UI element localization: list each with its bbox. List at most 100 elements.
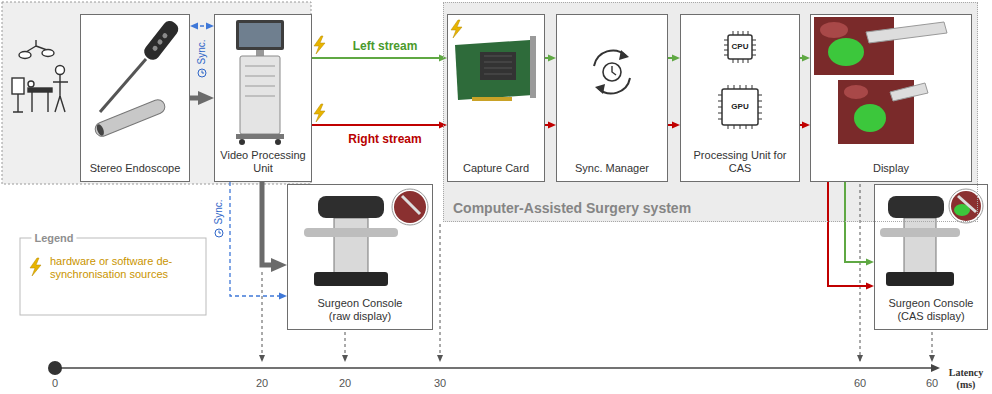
box-label: Video Processing Unit bbox=[219, 149, 307, 175]
latency-guide bbox=[262, 272, 263, 362]
surgeon-console-illustration bbox=[880, 189, 983, 286]
video-tower-illustration bbox=[239, 23, 281, 47]
endoscope-illustration bbox=[156, 38, 163, 45]
sync-icon bbox=[619, 50, 629, 60]
surgical-image bbox=[828, 38, 864, 66]
surgical-image bbox=[814, 17, 894, 75]
right-stream-arrow bbox=[545, 124, 553, 126]
latency-tick-anchor: 30 bbox=[434, 377, 446, 390]
left-stream-arrow bbox=[845, 182, 871, 262]
latency-tick: 0 bbox=[52, 377, 58, 390]
left-stream-arrow bbox=[312, 57, 444, 59]
lightning-icon bbox=[314, 104, 325, 122]
latency-tick: 20 bbox=[256, 377, 268, 390]
right-stream-arrow bbox=[668, 124, 677, 126]
latency-axis bbox=[48, 361, 936, 375]
sync-icon bbox=[595, 84, 605, 94]
surgical-image bbox=[854, 104, 886, 132]
video-tower-illustration bbox=[236, 134, 284, 139]
clock-icon bbox=[202, 71, 204, 74]
edge-label-anchor: Sync. bbox=[196, 39, 208, 64]
edge-label: Sync. bbox=[196, 39, 208, 64]
operating-room-icon bbox=[12, 78, 24, 94]
latency-tick-anchor: 20 bbox=[339, 377, 351, 390]
console-box: Surgeon Console (CAS display) bbox=[874, 184, 988, 330]
box-label: Display bbox=[873, 162, 909, 175]
sync-connector bbox=[230, 182, 284, 296]
capture-card-illustration bbox=[480, 52, 516, 80]
chip-icon bbox=[724, 31, 756, 63]
box-fill bbox=[810, 14, 972, 182]
latency-tick-anchor: 60 bbox=[926, 377, 938, 390]
capture-card-illustration bbox=[472, 97, 512, 101]
surgeon-console-illustration bbox=[951, 191, 981, 221]
right-stream-arrow bbox=[800, 124, 807, 126]
endoscope-illustration bbox=[93, 98, 167, 139]
endoscope-box: Stereo Endoscope bbox=[80, 14, 190, 182]
edge-label-anchor: Sync. bbox=[213, 199, 225, 224]
edge-label: Right stream bbox=[348, 132, 421, 146]
chip-icon bbox=[718, 31, 762, 129]
surgical-image bbox=[890, 83, 928, 101]
legend-title-anchor: Legend bbox=[31, 232, 76, 245]
legend-lightning-sample bbox=[30, 258, 41, 276]
capture-card-illustration bbox=[530, 36, 536, 98]
surgeon-console-illustration bbox=[318, 196, 384, 218]
display-box: Display bbox=[810, 14, 972, 182]
latency-tick-anchor: 20 bbox=[256, 377, 268, 390]
latency-guide bbox=[440, 224, 441, 362]
latency-tick-anchor: 0 bbox=[52, 377, 58, 390]
latency-tick: 60 bbox=[926, 377, 938, 390]
surgeon-console-illustration bbox=[314, 272, 388, 286]
capture-card-box: Capture Card bbox=[447, 14, 545, 182]
edge-label-anchor: Left stream bbox=[353, 39, 418, 53]
surgeon-console-illustration bbox=[334, 218, 368, 274]
video-feed-arrow bbox=[190, 96, 206, 101]
latency-guide bbox=[932, 332, 933, 362]
console-box: Surgeon Console (raw display) bbox=[287, 184, 433, 330]
box-label: Capture Card bbox=[463, 162, 529, 175]
surgical-image bbox=[844, 85, 868, 99]
latency-guide bbox=[262, 184, 932, 362]
box-fill bbox=[447, 14, 545, 182]
sync-icon bbox=[594, 50, 630, 94]
surgeon-console-illustration bbox=[402, 196, 420, 214]
latency-guide bbox=[860, 184, 861, 362]
endoscope-illustration bbox=[100, 59, 146, 112]
endoscope-illustration bbox=[152, 45, 159, 52]
chip-icon bbox=[728, 35, 752, 59]
region-label: Computer-Assisted Surgery system bbox=[453, 200, 691, 217]
capture-card-illustration bbox=[455, 36, 536, 101]
box-fill bbox=[287, 184, 433, 330]
operating-room-icon bbox=[28, 88, 52, 92]
chip-icon bbox=[718, 85, 762, 129]
right-stream-arrow bbox=[828, 182, 871, 286]
right-stream-arrow bbox=[312, 124, 444, 126]
system-region: Computer-Assisted Surgery system Capture … bbox=[443, 2, 978, 222]
lightning-icon bbox=[314, 20, 462, 122]
capture-card-illustration bbox=[455, 40, 533, 100]
box-fill bbox=[874, 184, 988, 330]
video-tower-illustration bbox=[240, 56, 280, 134]
video-tower-illustration bbox=[236, 20, 284, 50]
sync-icon bbox=[612, 66, 616, 75]
surgeon-console-illustration bbox=[886, 272, 954, 286]
latency-axis bbox=[60, 367, 936, 369]
latency-tick: 30 bbox=[434, 377, 446, 390]
surgical-image bbox=[866, 22, 947, 43]
edge-label: Left stream bbox=[353, 39, 418, 53]
endoscope-illustration bbox=[141, 18, 181, 63]
left-stream-arrow bbox=[668, 57, 677, 59]
clock-icon bbox=[198, 69, 206, 77]
endoscope-illustration bbox=[95, 123, 105, 136]
clock-icon bbox=[215, 229, 223, 237]
latency-guide bbox=[345, 332, 346, 362]
left-stream-arrow bbox=[545, 57, 553, 59]
endoscope-illustration bbox=[93, 98, 167, 139]
sync-manager-box: Sync. Manager bbox=[556, 14, 668, 182]
video-tower-illustration bbox=[236, 20, 284, 145]
left-stream-arrow bbox=[800, 57, 807, 59]
